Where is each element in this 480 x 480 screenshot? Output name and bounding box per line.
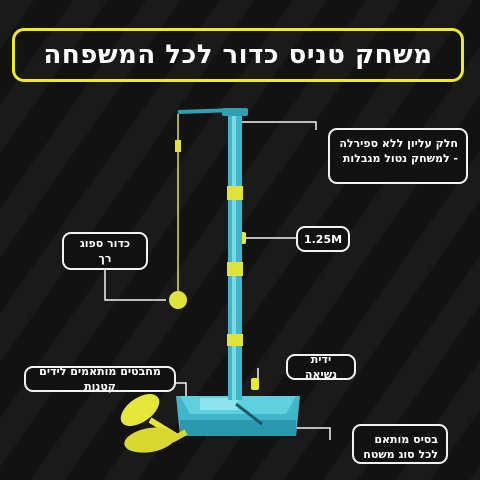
pole-base xyxy=(176,396,300,436)
pole xyxy=(222,108,248,400)
callout-ball-text: כדור ספוג רך xyxy=(79,237,131,265)
callout-base-text: בסיס מותאם לכל סוג משטח xyxy=(363,433,438,461)
callout-handle-text: ידית נשיאה xyxy=(304,353,338,381)
callout-rackets-text: מחבטים מותאמים לידים קטנות xyxy=(39,365,161,393)
title-banner: משחק טניס כדור לכל המשפחה xyxy=(12,28,464,82)
foam-ball xyxy=(169,291,187,309)
callout-handle: ידית נשיאה xyxy=(286,353,356,381)
rackets xyxy=(120,394,188,453)
callout-base: בסיס מותאם לכל סוג משטח xyxy=(352,424,448,464)
callout-rackets: מחבטים מותאמים לידים קטנות xyxy=(24,365,176,393)
callout-height: 1.25M xyxy=(296,226,350,252)
top-arm xyxy=(175,108,236,292)
callout-ball: כדור ספוג רך xyxy=(62,232,148,270)
callout-height-text: 1.25M xyxy=(303,232,343,246)
callout-top-part-text: חלק עליון ללא ספירלה - למשחק נטול מגבלות xyxy=(339,137,458,165)
page-title: משחק טניס כדור לכל המשפחה xyxy=(43,40,433,70)
callout-top-part: חלק עליון ללא ספירלה - למשחק נטול מגבלות xyxy=(328,128,468,184)
